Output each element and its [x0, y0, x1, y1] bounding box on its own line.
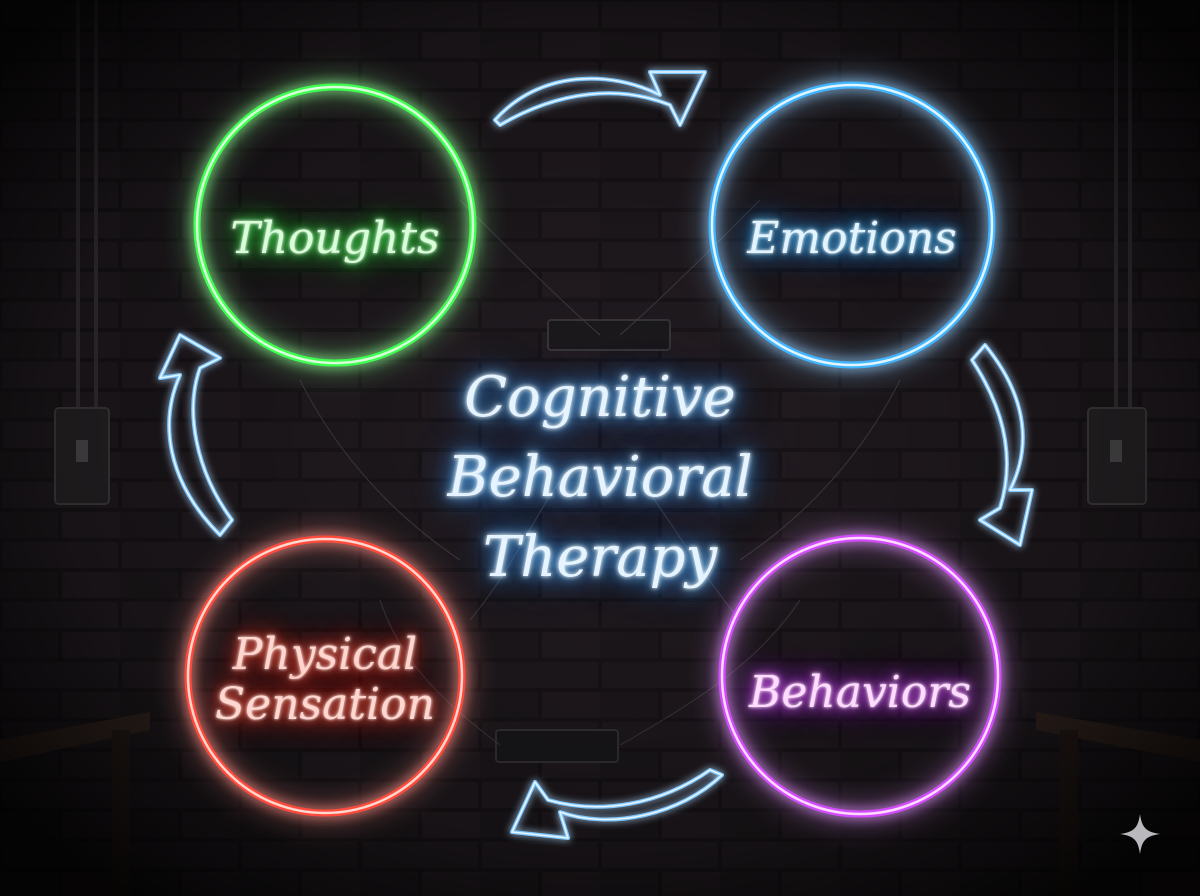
- title-line-1: Cognitive: [464, 365, 736, 430]
- thoughts-label: Thoughts: [230, 213, 440, 264]
- arrow-thoughts-to-emotions: [493, 70, 707, 127]
- arrow-behaviors-to-physical: [510, 768, 724, 840]
- title-line-2: Behavioral: [447, 445, 753, 510]
- behaviors-label: Behaviors: [749, 667, 971, 718]
- physical-label-line-2: Sensation: [215, 679, 435, 730]
- arrow-emotions-to-behaviors: [970, 343, 1034, 547]
- physical-sensation-ring: [184, 535, 466, 817]
- emotions-label: Emotions: [747, 213, 957, 264]
- sparkle-icon: [1120, 814, 1160, 854]
- diagram-title: Cognitive Behavioral Therapy: [430, 358, 770, 598]
- emotions-ring: [708, 81, 996, 369]
- physical-sensation-label: Physical Sensation: [195, 630, 455, 730]
- title-line-3: Therapy: [482, 525, 718, 590]
- physical-label-line-1: Physical: [232, 629, 418, 680]
- arrow-physical-to-thoughts: [158, 333, 234, 537]
- behaviors-ring: [718, 534, 1002, 818]
- cycle-arrows: [158, 70, 1034, 840]
- thoughts-ring: [193, 83, 477, 367]
